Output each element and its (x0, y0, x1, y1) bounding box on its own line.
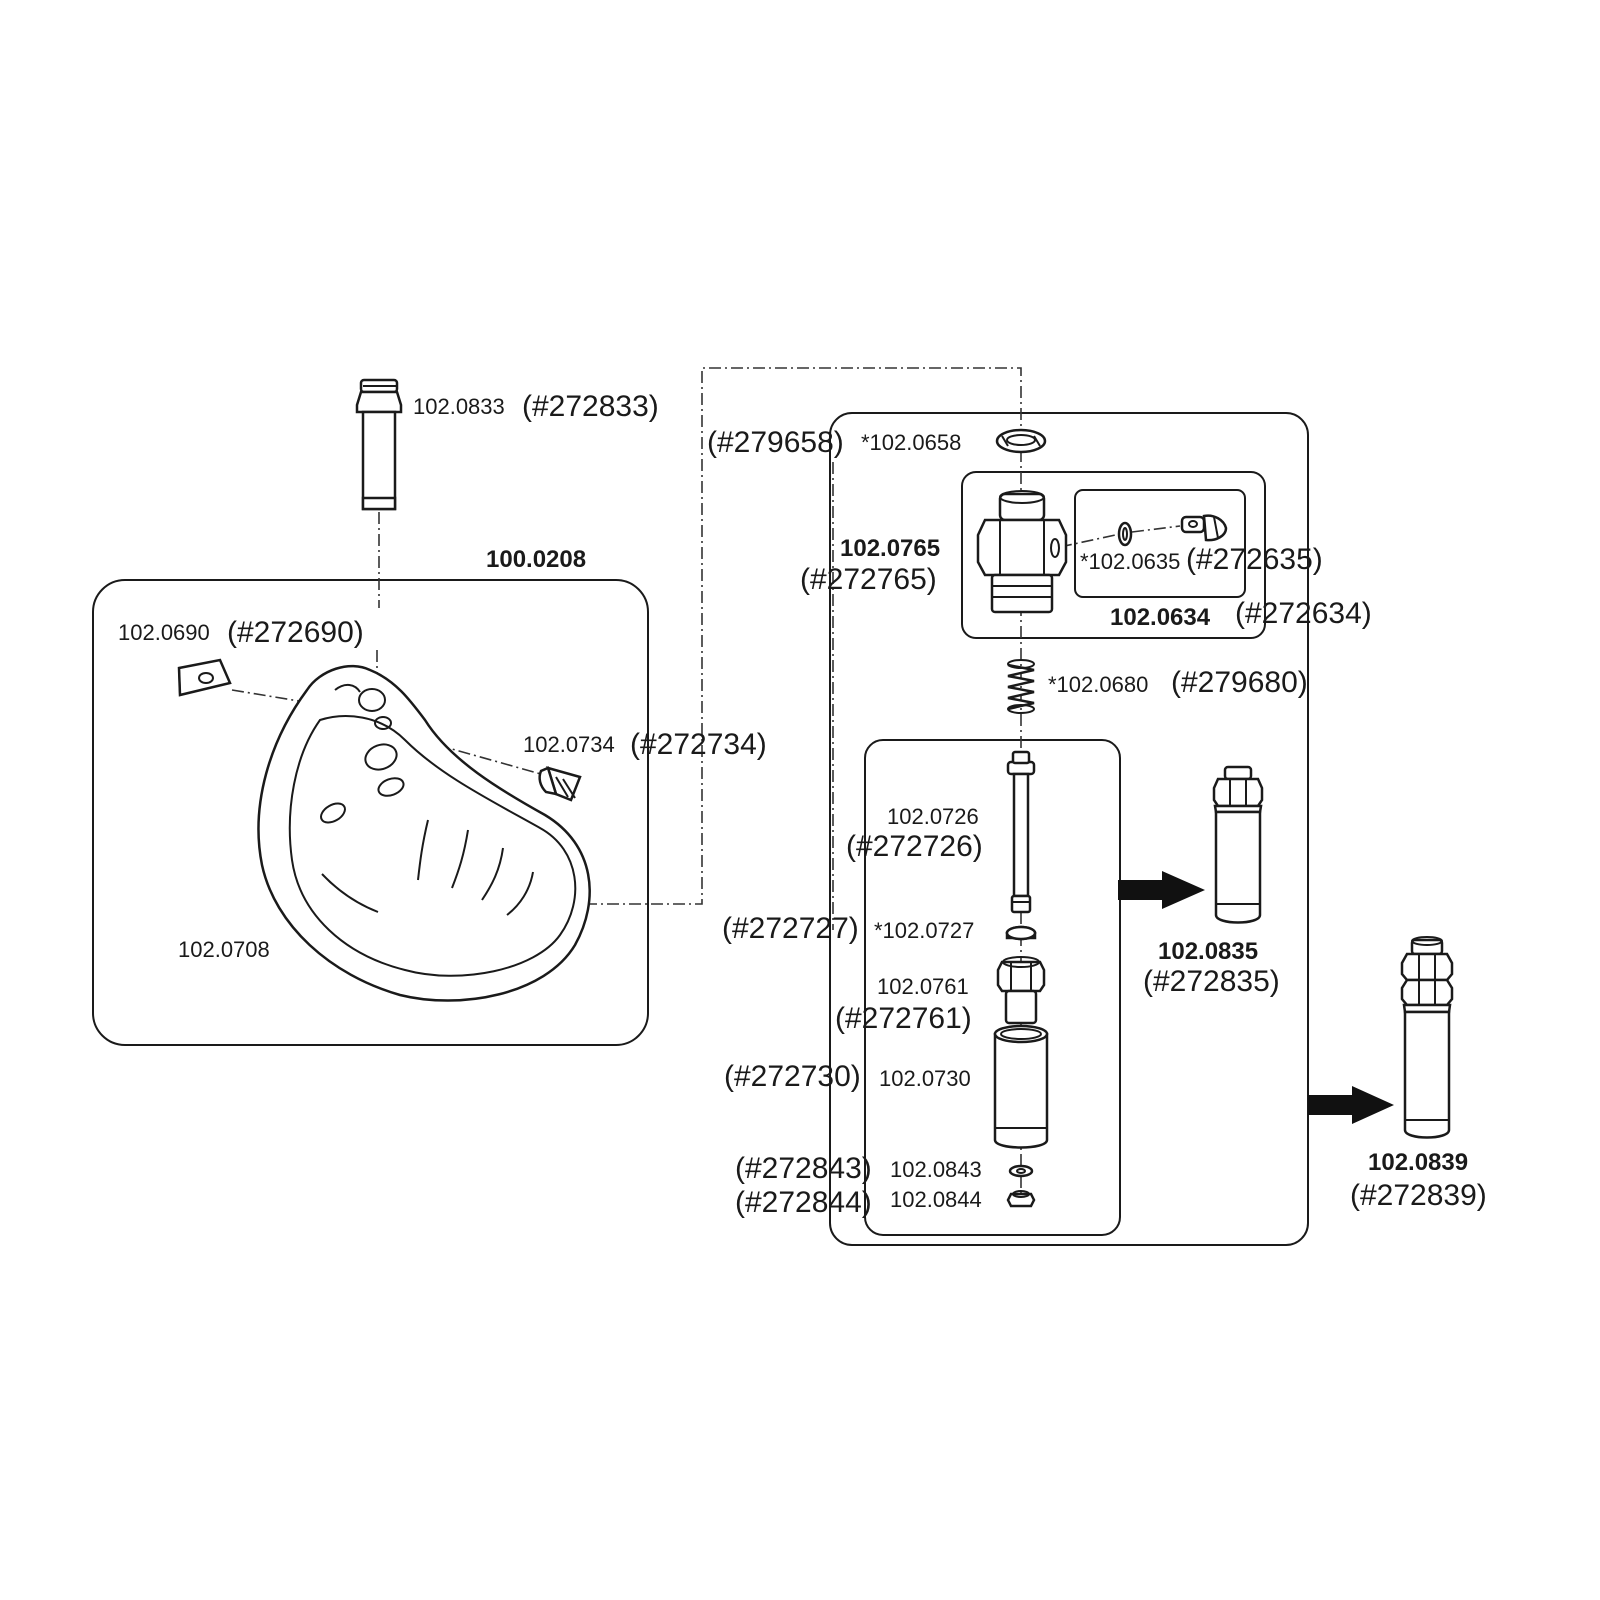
assembly-frame-outer-right (829, 412, 1309, 1246)
label-279658: (#279658) (707, 426, 844, 459)
hex-nut-102-0761-icon (996, 956, 1046, 1025)
label-102-0727: *102.0727 (874, 918, 974, 943)
arrow-to-102-0839-icon (1308, 1086, 1394, 1124)
label-102-0765: 102.0765 (840, 535, 940, 562)
label-272765: (#272765) (800, 563, 937, 596)
label-102-0734: 102.0734 (523, 732, 615, 757)
label-272839: (#272839) (1350, 1179, 1487, 1212)
nut-102-0844-icon (1006, 1190, 1036, 1208)
label-102-0708: 102.0708 (178, 937, 270, 962)
label-272726: (#272726) (846, 830, 983, 863)
label-102-0761: 102.0761 (877, 974, 969, 999)
valve-stem-102-0726-icon (1006, 750, 1036, 914)
label-102-0833: 102.0833 (413, 394, 505, 419)
valve-body-102-0765-icon (976, 490, 1068, 614)
label-102-0634: 102.0634 (1110, 604, 1211, 631)
label-272690: (#272690) (227, 616, 364, 649)
label-272730: (#272730) (724, 1060, 861, 1093)
label-102-0844: 102.0844 (890, 1187, 982, 1212)
label-102-0726: 102.0726 (887, 804, 979, 829)
label-272734: (#272734) (630, 728, 767, 761)
label-272635: (#272635) (1186, 543, 1323, 576)
assembly-frame-100-0208 (92, 579, 649, 1046)
label-272835: (#272835) (1143, 965, 1280, 998)
label-102-0730: 102.0730 (879, 1066, 971, 1091)
part-labels: 102.0833 (#272833) 100.0208 102.0690 (#2… (118, 390, 1487, 1219)
assembled-valve-102-0839-icon (1400, 936, 1454, 1139)
screw-102-0734-icon (538, 766, 582, 802)
assembly-frame-valve-stem (864, 739, 1121, 1236)
drinking-bowl-102-0708-icon (257, 664, 591, 1002)
spring-102-0680-icon (1007, 659, 1035, 714)
square-nut-102-0690-icon (177, 658, 232, 697)
label-102-0835: 102.0835 (1158, 938, 1258, 965)
label-102-0635: *102.0635 (1080, 549, 1180, 574)
label-272833: (#272833) (522, 390, 659, 423)
assembly-frame-102-0765 (961, 471, 1266, 639)
label-102-0839: 102.0839 (1368, 1149, 1468, 1176)
label-272634: (#272634) (1235, 597, 1372, 630)
label-279680: (#279680) (1171, 666, 1308, 699)
label-100-0208: 100.0208 (486, 546, 586, 573)
washer-102-0843-icon (1008, 1164, 1034, 1178)
label-272843: (#272843) (735, 1152, 872, 1185)
label-102-0658: *102.0658 (861, 430, 961, 455)
label-272761: (#272761) (835, 1002, 972, 1035)
label-102-0690: 102.0690 (118, 620, 210, 645)
assembly-frame-102-0634 (1074, 489, 1246, 598)
label-102-0843: 102.0843 (890, 1157, 982, 1182)
label-102-0680: *102.0680 (1048, 672, 1148, 697)
seal-ring-102-0727-icon (1005, 925, 1037, 941)
label-272844: (#272844) (735, 1186, 872, 1219)
assembled-valve-102-0835-icon (1212, 765, 1264, 924)
arrow-to-102-0835-icon (1118, 871, 1205, 909)
o-ring-102-0635-icon (1117, 521, 1133, 547)
nipple-102-0833-icon (355, 378, 403, 511)
label-272727: (#272727) (722, 912, 859, 945)
sleeve-102-0730-icon (993, 1024, 1049, 1149)
bleed-screw-102-0634-icon (1180, 514, 1228, 542)
washer-102-0658-icon (995, 428, 1047, 454)
